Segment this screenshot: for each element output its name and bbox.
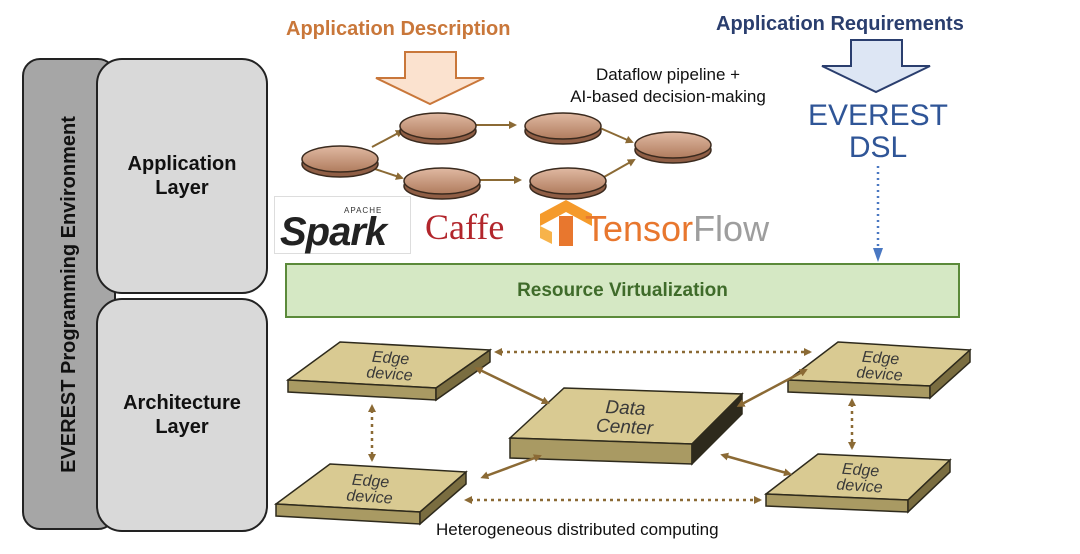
- architecture-layer-label: Architecture Layer: [123, 392, 241, 438]
- edge-device: [763, 453, 952, 514]
- pipeline-stage: [524, 112, 602, 145]
- edge-device: [785, 341, 972, 400]
- application-requirements-title: Application Requirements: [716, 13, 964, 35]
- spark-apache-label: APACHE: [344, 206, 383, 215]
- caffe-logo-text: Caffe: [425, 207, 505, 247]
- environment-label: EVEREST Programming Environment: [57, 115, 80, 473]
- tensorflow-text-part1: Tensor: [585, 208, 694, 249]
- down-arrow-icon: [821, 39, 931, 94]
- architecture-layer: Architecture Layer: [96, 298, 268, 532]
- application-layer: Application Layer: [96, 58, 268, 294]
- tensorflow-text-part2: Flow: [693, 208, 770, 249]
- pipeline-caption: Dataflow pipeline + AI-based decision-ma…: [570, 65, 766, 106]
- edge-device-label-bottom-right: Edge device: [835, 460, 884, 497]
- heterogeneous-computing-caption: Heterogeneous distributed computing: [436, 520, 719, 539]
- spark-logo-text: Spark: [280, 210, 387, 254]
- tensorflow-logo-icon: [540, 200, 592, 246]
- spark-logo-box: [274, 196, 411, 254]
- tensorflow-logo-text: TensorFlow: [585, 208, 769, 250]
- resource-virtualization-box: Resource Virtualization: [285, 263, 960, 318]
- edge-device-label-top-right: Edge device: [855, 348, 904, 385]
- edge-device-label-top-left: Edge device: [365, 348, 414, 385]
- edge-device-label-bottom-left: Edge device: [345, 471, 394, 508]
- data-center-label: Data Center: [595, 396, 654, 440]
- pipeline-stage: [301, 145, 379, 178]
- pipeline-stage: [399, 112, 477, 145]
- device-slabs: [273, 341, 972, 526]
- pipeline-discs: [301, 112, 712, 200]
- everest-dsl-label: EVEREST DSL: [807, 99, 949, 164]
- pipeline-stage: [529, 167, 607, 200]
- edge-device: [285, 341, 493, 402]
- data-center: [508, 387, 744, 466]
- down-arrow-icon: [375, 51, 485, 106]
- pipeline-stage: [634, 131, 712, 164]
- application-layer-label: Application Layer: [127, 153, 237, 199]
- resource-virtualization-label: Resource Virtualization: [517, 279, 728, 301]
- edge-device: [273, 463, 468, 526]
- application-description-title: Application Description: [286, 18, 511, 40]
- pipeline-stage: [403, 167, 481, 200]
